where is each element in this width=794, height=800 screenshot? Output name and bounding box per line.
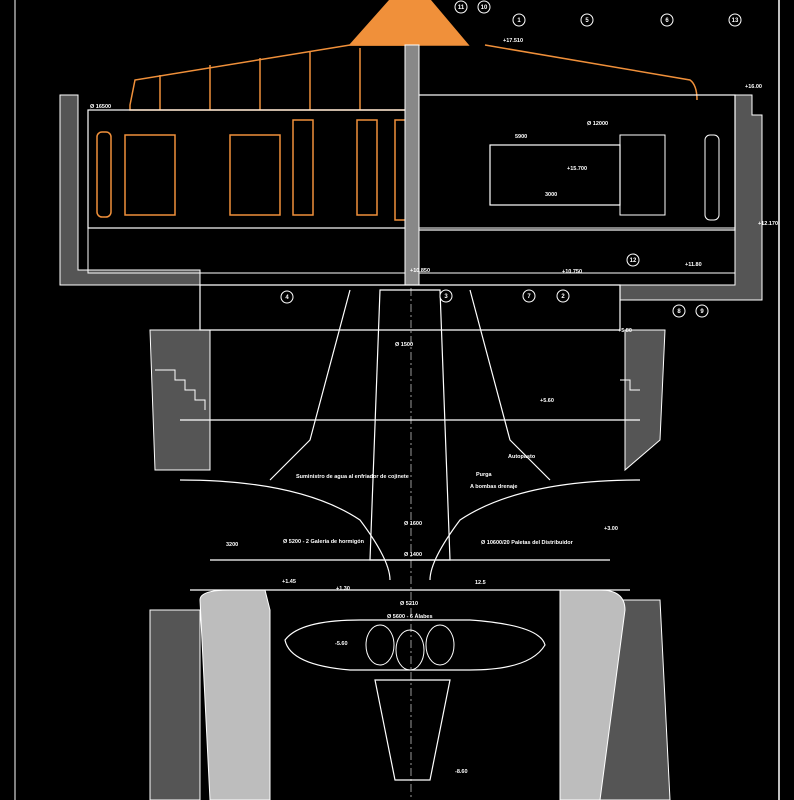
runner-blades [365,624,455,671]
svg-text:+5.60: +5.60 [540,398,554,404]
svg-text:Ø 1400: Ø 1400 [404,552,422,558]
svg-text:5: 5 [585,18,589,24]
callout: 3 [439,289,453,303]
generator-housing-left [87,109,414,229]
svg-text:A bombas drenaje: A bombas drenaje [470,484,517,490]
svg-text:+16.00: +16.00 [745,84,762,90]
callout: 10 [477,0,491,14]
svg-text:Ø 12000: Ø 12000 [587,121,608,127]
svg-text:+3.00: +3.00 [604,526,618,532]
callout: 1 [512,13,526,27]
stay-ring-concrete [199,589,626,800]
svg-text:Ø 16500: Ø 16500 [90,104,111,110]
svg-text:+11.80: +11.80 [685,262,702,268]
dimension-labels: Ø 16500 Ø 12000 Ø 1500 Ø 1600 Ø 1400 Ø 5… [90,104,608,607]
callout: 2 [556,289,570,303]
svg-text:11: 11 [458,5,465,11]
svg-text:+10.750: +10.750 [562,269,582,275]
callout: 8 [672,304,686,318]
generator-housing-right [412,94,736,231]
svg-text:Autopasto: Autopasto [508,454,536,460]
callout: 12 [626,253,640,267]
stator-core [619,134,666,216]
svg-text:+17.510: +17.510 [503,38,523,44]
svg-text:12.5: 12.5 [475,580,486,586]
svg-text:Ø 1600: Ø 1600 [404,521,422,527]
svg-text:8: 8 [677,309,681,315]
svg-text:3200: 3200 [226,542,238,548]
level-labels: +17.510 +16.00 +15.700 +12.170 +11.80 +1… [282,38,778,775]
svg-text:-8.60: -8.60 [455,769,468,775]
svg-text:9: 9 [700,309,704,315]
svg-text:-5.60: -5.60 [335,641,348,647]
svg-text:Ø 1500: Ø 1500 [395,342,413,348]
svg-text:2: 2 [561,294,565,300]
svg-text:Ø 10600/20 Paletas del Distrib: Ø 10600/20 Paletas del Distribuidor [481,540,574,546]
svg-text:+15.700: +15.700 [567,166,587,172]
callout: 9 [695,304,709,318]
svg-text:3: 3 [444,294,448,300]
svg-text:6: 6 [665,18,669,24]
svg-text:Purga: Purga [476,472,493,478]
concrete-structure [59,94,763,800]
svg-text:4: 4 [285,295,289,301]
svg-text:Ø 5600 - 6 Álabes: Ø 5600 - 6 Álabes [387,613,433,620]
svg-text:+1.45: +1.45 [282,579,296,585]
callout: 13 [728,13,742,27]
svg-text:7: 7 [527,294,531,300]
svg-text:Ø 5210: Ø 5210 [400,601,418,607]
svg-text:+5.80: +5.80 [618,328,632,334]
svg-text:+1.30: +1.30 [336,586,350,592]
generator-shaft [404,44,420,286]
svg-text:12: 12 [630,258,637,264]
callout-circles: 11 10 1 5 6 13 4 3 7 2 12 8 9 [280,0,742,318]
callout: 6 [660,13,674,27]
callout: 5 [580,13,594,27]
svg-text:Ø 5200 - 2 Galería de hormigón: Ø 5200 - 2 Galería de hormigón [283,539,365,545]
annotation-notes: Suministro de agua al enfriador de cojin… [283,454,574,620]
svg-text:10: 10 [481,5,488,11]
svg-text:Suministro de agua al enfriado: Suministro de agua al enfriador de cojin… [296,474,409,480]
generator [96,0,698,221]
callout: 4 [280,290,294,304]
turbine-pit [179,284,641,781]
svg-text:1: 1 [517,18,521,24]
svg-text:5900: 5900 [515,134,527,140]
air-cooler [704,134,720,221]
svg-text:+12.170: +12.170 [758,221,778,227]
stairs [155,369,640,410]
svg-text:13: 13 [732,18,739,24]
svg-text:3000: 3000 [545,192,557,198]
svg-text:+10.850: +10.850 [410,268,430,274]
callout: 7 [522,289,536,303]
callout: 11 [454,0,468,14]
